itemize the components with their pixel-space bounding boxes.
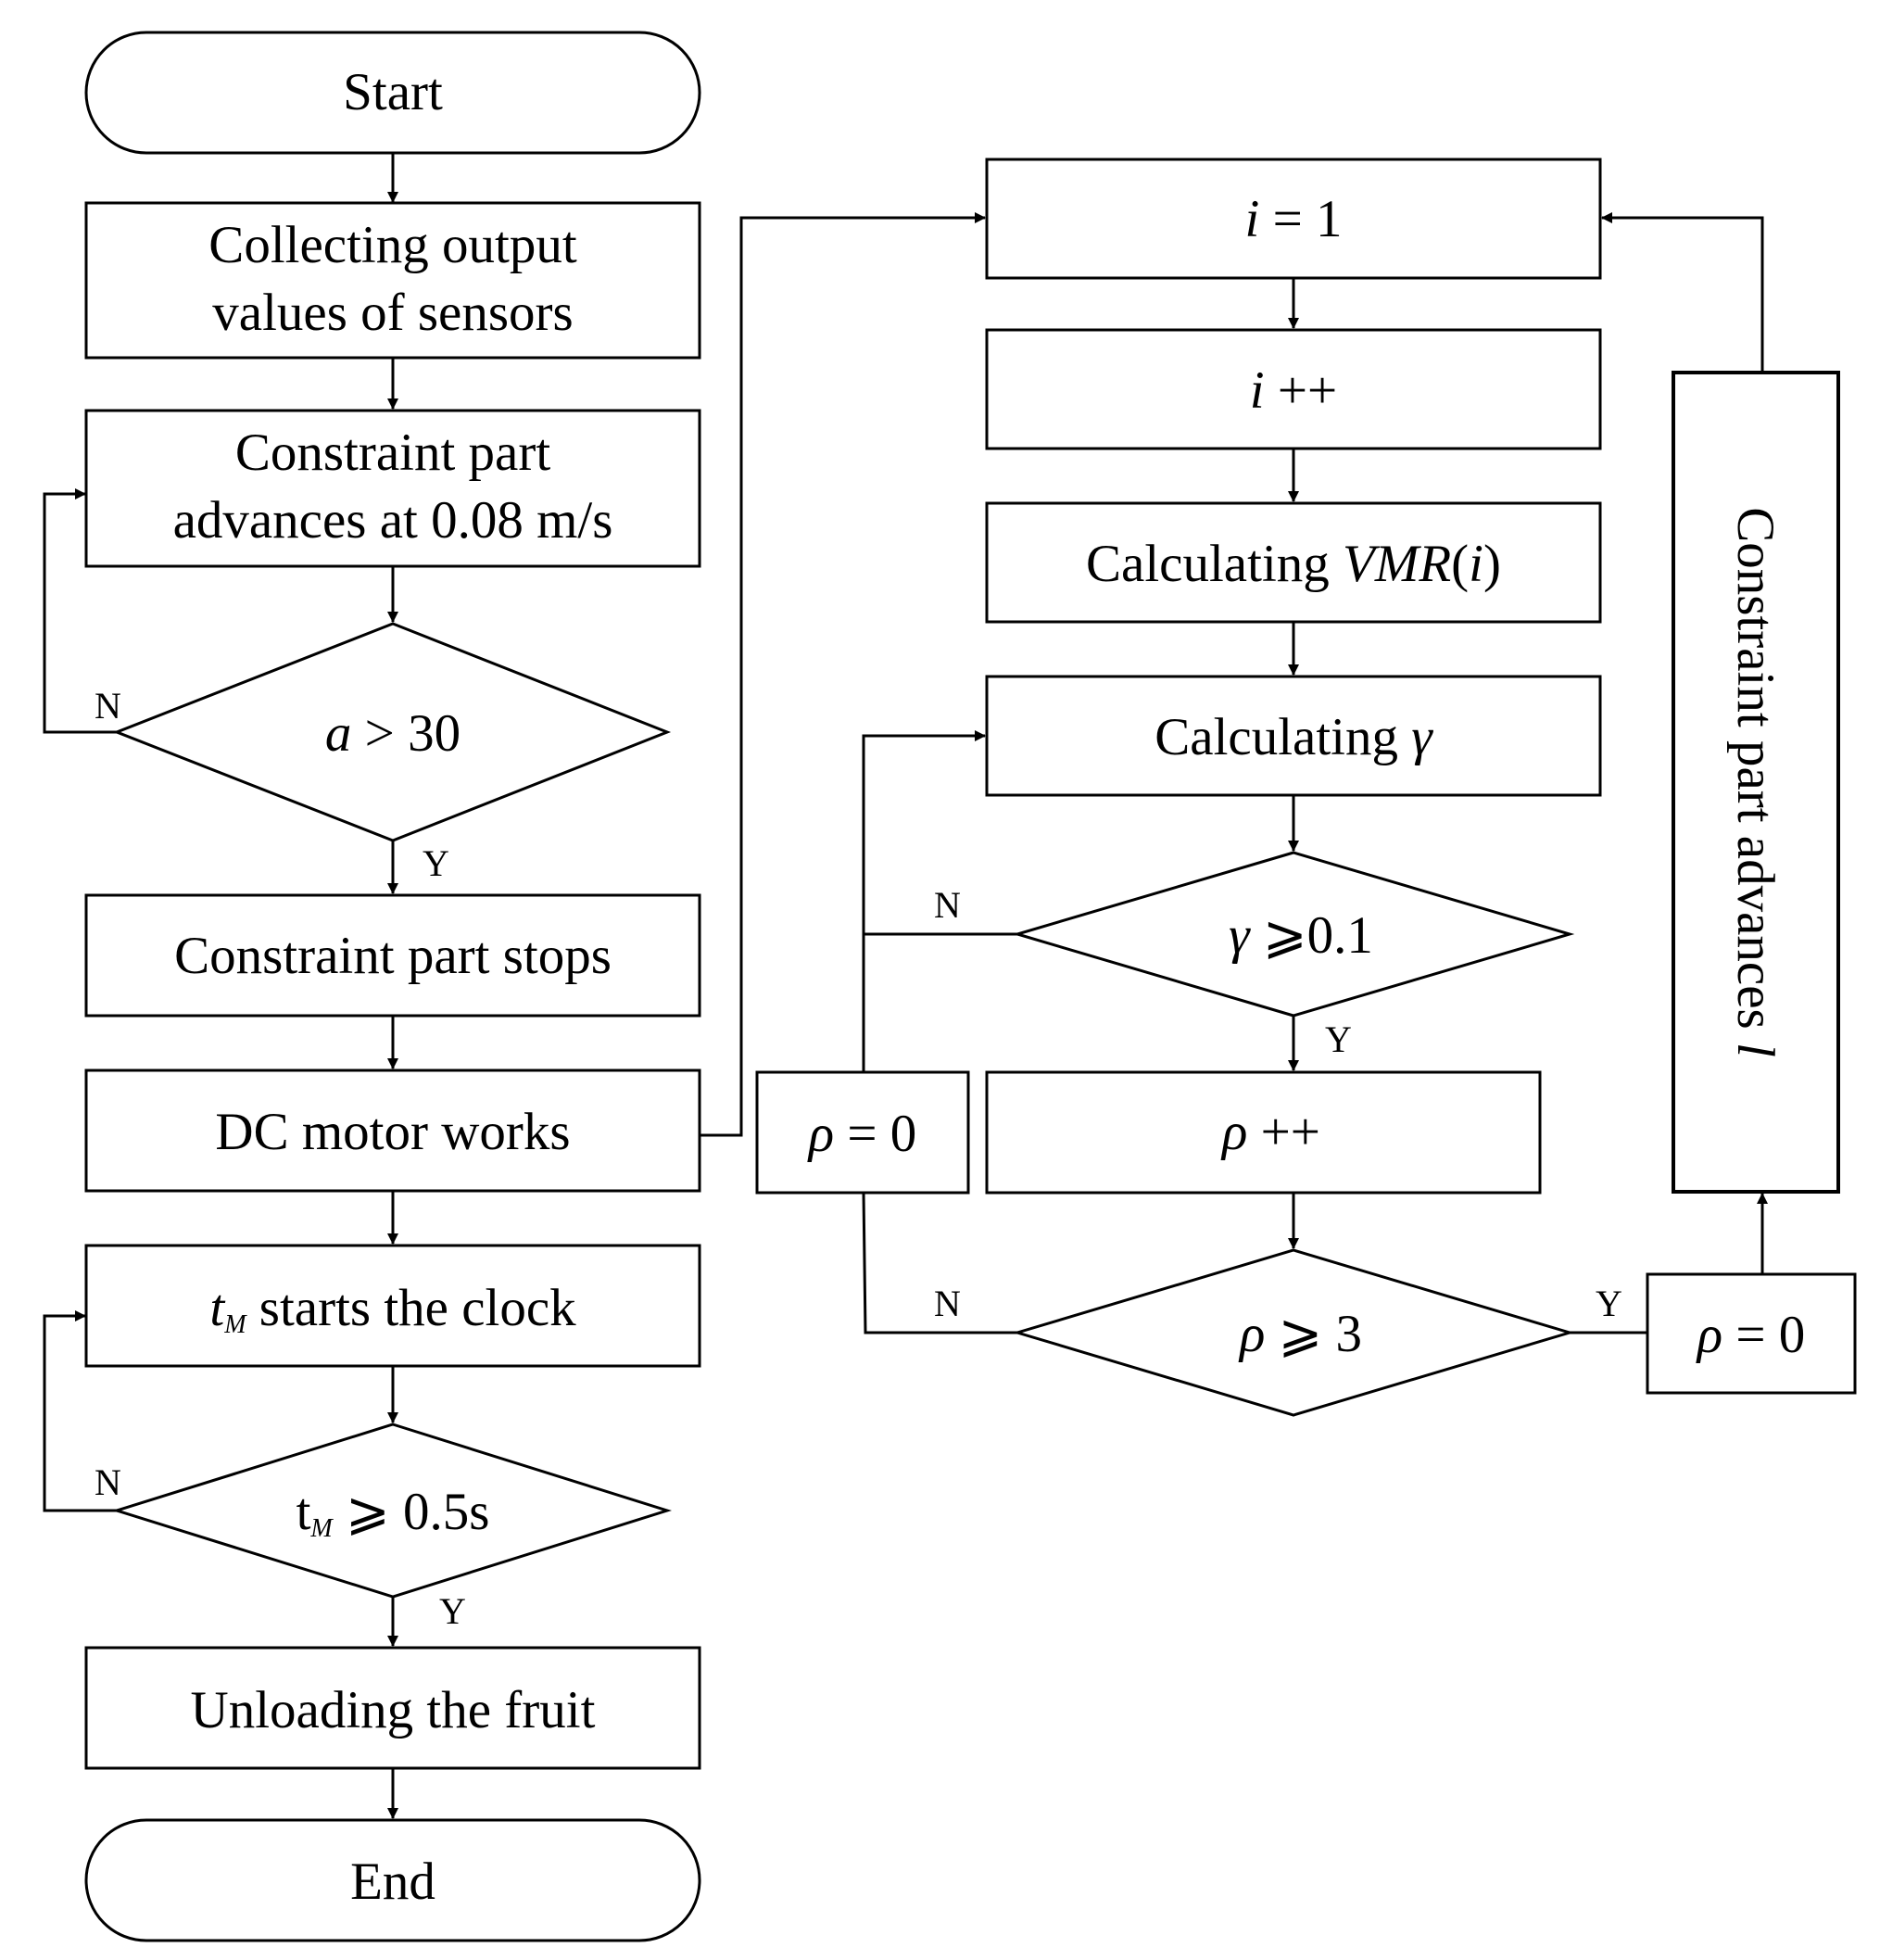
i-init-rest: = 1 — [1259, 190, 1342, 248]
decision-rho-rest: ⩾ 3 — [1265, 1305, 1362, 1363]
collect-line1: Collecting output — [208, 216, 577, 274]
i-inc-text: i ++ — [1250, 361, 1337, 420]
advance-line1: Constraint part — [235, 424, 551, 482]
decision-gamma: γ ⩾0.1 — [1012, 851, 1575, 1018]
label-no-t: N — [95, 1461, 121, 1503]
vmr-box: Calculating VMR(i) — [985, 501, 1602, 624]
clock-rest: starts the clock — [246, 1279, 577, 1337]
decision-rho: ρ ⩾ 3 — [1012, 1248, 1575, 1417]
advance-l-var: l — [1726, 1043, 1785, 1057]
stops-label: Constraint part stops — [174, 927, 612, 985]
i-increment-box: i ++ — [985, 328, 1602, 450]
decision-gamma-text: γ ⩾0.1 — [1229, 906, 1373, 965]
rho-reset-right-text: ρ = 0 — [1696, 1306, 1806, 1364]
stops-box: Constraint part stops — [84, 893, 701, 1018]
decision-gamma-sym: γ — [1229, 906, 1251, 965]
advance-l-box: Constraint part advances l — [1672, 371, 1840, 1194]
decision-a-gt-30: a > 30 — [112, 622, 672, 842]
label-no-gamma: N — [934, 884, 961, 926]
label-yes-rho: Y — [1596, 1283, 1622, 1324]
vmr-func: VMR — [1343, 535, 1451, 593]
rho-reset-left-box: ρ = 0 — [755, 1070, 970, 1195]
i-init-box: i = 1 — [985, 158, 1602, 280]
end-terminal: End — [84, 1818, 701, 1942]
i-inc-rest: ++ — [1265, 361, 1338, 420]
vmr-close: ) — [1483, 535, 1501, 593]
gamma-symbol: γ — [1411, 708, 1433, 766]
rho-reset-left-text: ρ = 0 — [807, 1105, 917, 1163]
label-yes-t: Y — [439, 1590, 466, 1632]
advance-line2: advances at 0.08 m/s — [173, 491, 613, 550]
right-column: i = 1 i ++ Calculating VMR(i) Calculatin… — [755, 158, 1857, 1417]
decision-a-var: a — [325, 704, 352, 763]
clock-box: tM starts the clock — [84, 1244, 701, 1368]
loop-no-t-to-clock — [43, 1310, 117, 1512]
label-no-rho: N — [934, 1283, 961, 1324]
label-yes-gamma: Y — [1325, 1018, 1352, 1060]
start-terminal: Start — [84, 31, 701, 155]
i-inc-var: i — [1250, 361, 1265, 420]
dc-motor-box: DC motor works — [84, 1069, 701, 1193]
advance-l-text: Constraint part advances l — [1726, 507, 1785, 1057]
decision-t-rest: ⩾ 0.5s — [333, 1483, 490, 1541]
label-yes-a: Y — [423, 842, 449, 884]
decision-gamma-rest: ⩾0.1 — [1250, 906, 1373, 965]
loop-no-a-to-advance — [43, 488, 117, 734]
vmr-text: Calculating VMR(i) — [1086, 535, 1501, 593]
vmr-arg: i — [1469, 535, 1483, 593]
arrow-motor-to-i-init — [700, 212, 986, 1137]
rho-inc-rest: ++ — [1247, 1103, 1320, 1161]
vmr-prefix: Calculating — [1086, 535, 1343, 593]
clock-text: tM starts the clock — [209, 1279, 576, 1339]
gamma-box: Calculating γ — [985, 675, 1602, 797]
rho-inc-sym: ρ — [1220, 1103, 1247, 1161]
advance-l-prefix: Constraint part advances — [1726, 507, 1785, 1043]
end-label: End — [350, 1853, 435, 1911]
arrow-rho-reset-to-gamma — [862, 730, 986, 1072]
decision-rho-sym: ρ — [1238, 1305, 1265, 1363]
rho-inc-text: ρ ++ — [1220, 1103, 1320, 1161]
label-no-a: N — [95, 685, 121, 727]
vmr-open: ( — [1451, 535, 1469, 593]
clock-var: t — [209, 1279, 225, 1337]
unload-box: Unloading the fruit — [84, 1646, 701, 1770]
gamma-prefix: Calculating — [1154, 708, 1411, 766]
decision-rho-text: ρ ⩾ 3 — [1238, 1305, 1362, 1363]
line-no-rho — [862, 1192, 1017, 1334]
left-column: Start Collecting output values of sensor… — [43, 31, 701, 1942]
decision-a-rest: > 30 — [351, 704, 461, 763]
i-init-var: i — [1245, 190, 1260, 248]
rho-reset-right-rest: = 0 — [1722, 1306, 1805, 1364]
decision-t-var: t — [297, 1483, 311, 1541]
unload-label: Unloading the fruit — [191, 1681, 596, 1739]
rho-reset-left-sym: ρ — [807, 1105, 834, 1163]
decision-a-text: a > 30 — [325, 704, 461, 763]
collect-sensors-box: Collecting output values of sensors — [84, 201, 701, 360]
rho-reset-right-box: ρ = 0 — [1646, 1272, 1857, 1395]
start-label: Start — [343, 63, 443, 121]
i-init-text: i = 1 — [1245, 190, 1343, 248]
advance-box: Constraint part advances at 0.08 m/s — [84, 409, 701, 568]
rho-reset-right-sym: ρ — [1696, 1306, 1722, 1364]
arrow-advance-l-to-i-init — [1601, 212, 1764, 373]
decision-t-text: tM ⩾ 0.5s — [297, 1483, 490, 1543]
rho-increment-box: ρ ++ — [985, 1070, 1542, 1195]
dc-motor-label: DC motor works — [215, 1103, 570, 1161]
decision-t-ge-05: tM ⩾ 0.5s — [111, 1423, 673, 1599]
decision-t-sub: M — [309, 1514, 334, 1543]
rho-reset-left-rest: = 0 — [834, 1105, 916, 1163]
collect-line2: values of sensors — [212, 284, 573, 342]
clock-sub: M — [223, 1310, 247, 1339]
gamma-text: Calculating γ — [1154, 708, 1433, 766]
